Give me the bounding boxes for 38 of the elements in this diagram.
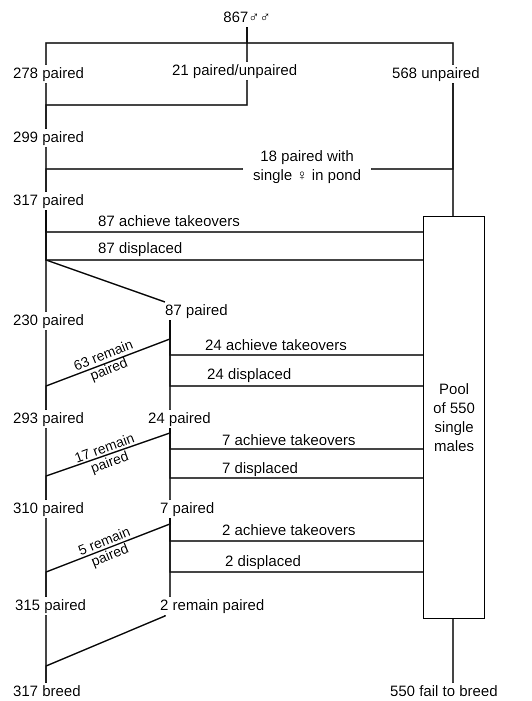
connector-line	[246, 27, 454, 65]
connector-line	[169, 320, 171, 410]
edge-label: 2 achieve takeovers	[222, 522, 356, 539]
connector-line	[45, 614, 166, 683]
connector-line	[45, 80, 248, 129]
pool-box: Pool of 550 single males	[423, 216, 485, 619]
count-label: 310 paired	[13, 500, 84, 518]
count-label: 2 remain paired	[160, 597, 264, 615]
count-label: 317 breed	[13, 683, 81, 701]
count-label: 87 paired	[165, 302, 228, 320]
count-label: 21 paired/unpaired	[172, 62, 298, 80]
count-label: 550 fail to breed	[390, 683, 498, 701]
edge-label: 18 paired with single ♀ in pond	[243, 147, 371, 185]
edge-label: 24 achieve takeovers	[205, 337, 347, 354]
connector-line	[45, 210, 47, 312]
count-label: 299 paired	[13, 129, 84, 147]
edge-label: 7 achieve takeovers	[222, 432, 356, 449]
connector-line	[169, 428, 171, 500]
connector-line	[45, 428, 47, 500]
count-label: 293 paired	[13, 410, 84, 428]
connector-line	[452, 619, 454, 683]
count-label: 867♂♂	[223, 9, 271, 27]
count-label: 24 paired	[148, 410, 211, 428]
count-label: 568 unpaired	[392, 65, 480, 83]
connector-line	[45, 330, 47, 410]
connector-line	[452, 83, 454, 216]
count-label: 230 paired	[13, 312, 84, 330]
edge-label: 7 displaced	[222, 460, 298, 477]
connector-line	[169, 518, 171, 597]
edge-label: 24 displaced	[207, 366, 292, 383]
count-label: 278 paired	[13, 65, 84, 83]
count-label: 315 paired	[15, 597, 86, 615]
count-label: 7 paired	[160, 500, 214, 518]
count-label: 317 paired	[13, 192, 84, 210]
connector-line	[45, 518, 47, 597]
edge-label: 87 displaced	[98, 240, 182, 257]
edge-label: 2 displaced	[225, 553, 301, 570]
edge-label: 87 achieve takeovers	[98, 213, 240, 230]
